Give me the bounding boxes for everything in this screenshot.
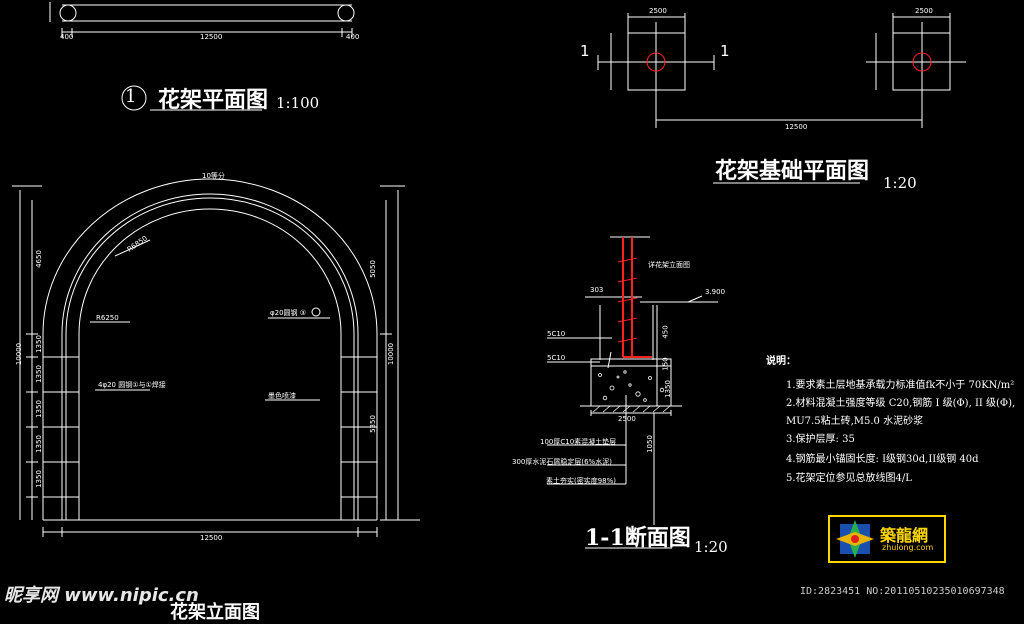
section-scale: 1:20	[694, 538, 728, 556]
arch-dim-right-top: 5050	[368, 260, 377, 278]
note-item: 2.材料混凝土强度等级 C20,钢筋 I 级(Φ), II 级(Φ),	[786, 398, 1016, 409]
watermark-site: 昵享网 www.nipic.cn	[4, 585, 199, 606]
concrete-hatch	[598, 370, 665, 402]
soil-hatch	[592, 405, 671, 413]
section-bolt-bottom: 5C10	[547, 354, 566, 362]
note-item: 5.花架定位参见总放线图4/L	[786, 473, 912, 484]
arch-top-label: 10等分	[202, 172, 225, 180]
logo-url: zhulong.com	[882, 543, 934, 552]
section-dim-h2: 150	[661, 357, 670, 371]
note-item: MU7.5粘土砖,M5.0 水泥砂浆	[786, 416, 924, 427]
arch-dim-seg: 1350	[34, 335, 43, 353]
arch-dim-seg: 1350	[34, 470, 43, 488]
section-steel-label: 详花架立面图	[648, 261, 690, 269]
section-layer-1: 100厚C10素混凝土垫层	[540, 438, 617, 446]
arch-dim-right-total: 10000	[387, 342, 396, 366]
section-dim-base: 2500	[618, 415, 636, 423]
plan-dim-total: 12500	[200, 33, 223, 41]
foundation-plan	[597, 13, 966, 184]
arch-dim-seg: 1350	[34, 435, 43, 453]
plan-view	[49, 2, 355, 111]
notes-heading: 说明：	[766, 356, 796, 367]
section-layer-2: 300厚水泥石屑稳定层(6%水泥)	[512, 458, 612, 466]
arch-bars-note: 4φ20 圆钢①与①焊接	[98, 381, 166, 389]
arch-paint-note: 墨色喷漆	[268, 392, 296, 400]
section-dim-depth: 1050	[645, 435, 654, 453]
section-mark-left: 1	[580, 42, 590, 60]
plan-number: 1	[125, 86, 137, 107]
steel-rebar	[622, 237, 652, 358]
section-elevation-mark: 3.900	[705, 288, 726, 296]
footing-width-right: 2500	[915, 7, 933, 15]
arch-dim-seg: 1350	[34, 400, 43, 418]
arch-radius-inner: R6250	[96, 314, 119, 322]
section-layer-3: 素土夯实(密实度98%)	[546, 477, 617, 485]
watermark-id: ID:2823451 NO:20110510235010697348	[800, 586, 1005, 597]
arch-dim-seg: 1350	[34, 365, 43, 383]
arch-dim-bottom: 12500	[200, 534, 223, 542]
section-top-width: 303	[590, 286, 604, 294]
section-dim-h3: 1350	[663, 380, 672, 398]
plan-scale: 1:100	[276, 94, 320, 112]
arch-elevation	[12, 178, 420, 537]
arch-dim-left-total: 10000	[15, 342, 24, 366]
arch-dim-right-mid: 5350	[368, 415, 377, 433]
plan-dim-end-right: 400	[346, 33, 360, 41]
section-mark-right: 1	[720, 42, 730, 60]
note-item: 3.保护层厚: 35	[786, 434, 855, 445]
section-bolt-top: 5C10	[547, 330, 566, 338]
plan-dim-end-left: 400	[60, 33, 74, 41]
logo-name: 築龍網	[880, 526, 929, 545]
arch-bar-label: φ20圆钢 ③	[270, 309, 307, 317]
foundation-title: 花架基础平面图	[715, 158, 870, 184]
logo-icon	[836, 520, 874, 558]
note-item: 1.要求素土层地基承载力标准值fk不小于 70KN/m²	[786, 380, 1015, 391]
section-title: 1-1断面图	[585, 525, 691, 551]
foundation-scale: 1:20	[883, 174, 917, 192]
footing-width: 2500	[649, 7, 667, 15]
note-item: 4.钢筋最小锚固长度: I级钢30d,II级钢 40d	[786, 454, 979, 465]
plan-title: 花架平面图	[158, 87, 269, 113]
footing-spacing: 12500	[785, 123, 808, 131]
steel-ties	[617, 257, 638, 343]
arch-dim-left-top: 4650	[34, 250, 43, 268]
logo-frame	[828, 515, 946, 563]
section-dim-h1: 450	[661, 325, 670, 339]
